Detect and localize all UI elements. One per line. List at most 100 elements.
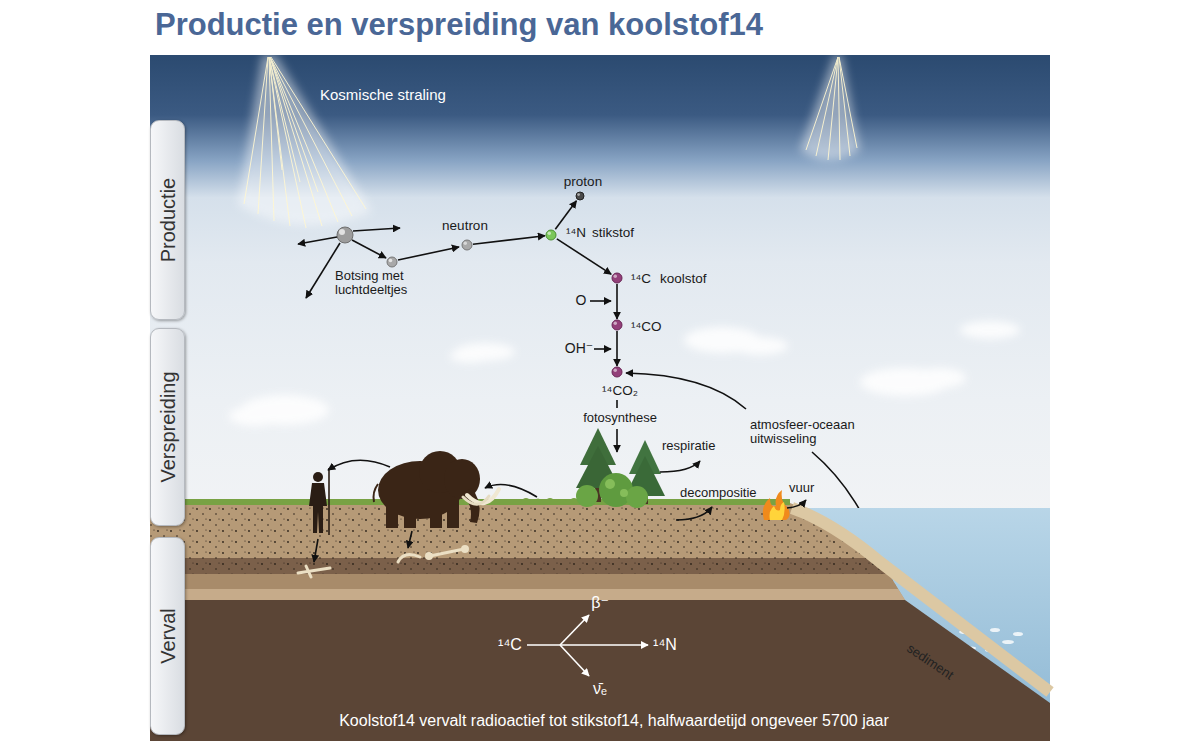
label-anchor: atmosfeer-oceaan uitwisseling — [750, 418, 872, 447]
mammoth-part — [430, 505, 442, 528]
connector-arrow — [616, 331, 618, 366]
particle-node: ¹⁴CO — [612, 320, 622, 330]
cosmic-ray-part-part — [270, 57, 322, 226]
soil-layers-part-part — [150, 558, 910, 574]
particle-label: stikstof — [592, 225, 634, 240]
particle-label: ¹⁴N — [566, 225, 586, 240]
particle-highlight — [577, 193, 580, 196]
particle-label: neutron — [442, 218, 488, 233]
cosmic-ray-part-part — [258, 57, 268, 214]
connector-arrow — [557, 239, 611, 274]
soil-layers-part-part — [150, 503, 910, 600]
cloud-part — [229, 406, 281, 426]
soil-layers-part-part — [150, 558, 910, 574]
cloud-part — [914, 368, 966, 388]
label-anchor: O — [576, 293, 587, 308]
collision-arrow-part — [398, 247, 459, 260]
particle-label: ¹⁴CO₂ — [602, 383, 638, 398]
bones-part — [298, 568, 330, 573]
particle-highlight — [614, 275, 618, 279]
cosmic-ray-part — [238, 55, 372, 225]
fish-part — [1002, 640, 1014, 644]
cosmic-ray-part-part — [269, 57, 300, 182]
fire — [763, 490, 790, 520]
cosmic-ray — [238, 55, 860, 228]
particle-circle — [462, 240, 472, 250]
cloud-part — [732, 337, 788, 355]
reaction-arrow-part — [590, 300, 611, 302]
cosmic-ray-part-part — [270, 57, 352, 216]
particle-label: ¹⁴CO — [631, 319, 662, 334]
trees-part — [605, 479, 615, 489]
label-anchor: respiratie — [662, 439, 715, 453]
carbon-cycle-arrow-part — [787, 500, 806, 508]
carbon-cycle-arrow-part — [676, 507, 712, 520]
trees-part — [620, 489, 628, 497]
label-anchor: fotosynthese — [583, 411, 657, 425]
human — [309, 468, 329, 535]
label-anchor: Botsing met luchtdeeltjes — [335, 269, 435, 298]
bones-part — [430, 549, 464, 556]
label-anchor: decompositie — [680, 486, 757, 500]
text-anchor: ¹⁴CO₂ — [602, 383, 638, 398]
section-band: Verval — [150, 537, 185, 735]
human-part — [313, 472, 323, 482]
annotation-label: ν̄ₑ — [593, 680, 607, 698]
particle-node: ¹⁴Ckoolstof — [612, 273, 622, 283]
decay-arrow-part — [527, 644, 560, 646]
sky-background — [150, 55, 1050, 741]
cloud-part — [450, 349, 490, 363]
collision-particles-part — [337, 227, 353, 243]
particle-highlight — [464, 242, 468, 246]
particle-symbol — [612, 320, 622, 330]
reaction-arrow-part — [616, 429, 618, 452]
trees-part — [626, 486, 648, 508]
label-anchor: β⁻ — [591, 594, 609, 612]
cosmic-ray-part — [244, 57, 366, 228]
section-label: Verspreiding — [156, 371, 179, 482]
collision-arrow-part — [352, 240, 386, 258]
collision-arrow — [298, 228, 459, 298]
soil-layers-part — [150, 503, 910, 600]
collision-particles — [337, 227, 397, 267]
annotation-label: ¹⁴C — [498, 636, 522, 654]
human-part — [328, 468, 330, 535]
text-anchor: neutron — [442, 218, 488, 233]
fire-part — [770, 502, 785, 520]
text-anchor: Verspreiding — [156, 371, 179, 482]
soil-layers-part-part — [150, 589, 910, 600]
label-anchor: ¹⁴C — [498, 636, 522, 654]
text-anchor: ¹⁴N — [566, 225, 586, 240]
carbon-cycle-arrow-part — [328, 460, 390, 470]
trees-part — [576, 485, 598, 507]
decay-arrow — [527, 615, 648, 676]
soil-layers-part — [792, 508, 1050, 692]
fish-part — [990, 628, 1000, 632]
mammoth-part — [374, 484, 379, 502]
cosmic-ray-part — [800, 55, 860, 160]
reaction-arrow-part — [594, 348, 611, 350]
label-anchor: Kosmische straling — [320, 87, 446, 104]
mammoth-part — [386, 500, 398, 528]
bones — [298, 547, 468, 578]
cosmic-ray-part-part — [270, 57, 338, 222]
text-anchor: stikstof — [592, 225, 634, 240]
carbon-cycle-arrow-part — [485, 485, 537, 497]
particle-highlight — [614, 322, 618, 326]
bones-part — [463, 547, 468, 552]
annotation-label: vuur — [789, 481, 814, 495]
particle-symbol — [462, 240, 472, 250]
label-anchor: ¹⁴N — [653, 636, 677, 654]
particle-node: ¹⁴CO₂ — [612, 367, 622, 377]
carbon-cycle-arrow-part — [408, 531, 412, 548]
collision-arrow-part — [298, 237, 337, 244]
soil-layers-part-part — [150, 574, 910, 589]
cosmic-ray-part-part — [816, 57, 838, 156]
annotation-label: β⁻ — [591, 594, 609, 612]
cosmic-ray-part-part — [244, 57, 268, 204]
section-label: Verval — [156, 608, 179, 664]
text-anchor: ¹⁴CO — [631, 319, 662, 334]
collision-particles-part — [389, 259, 393, 263]
annotation-label: OH⁻ — [565, 341, 593, 356]
text-anchor: ¹⁴C — [631, 271, 651, 286]
